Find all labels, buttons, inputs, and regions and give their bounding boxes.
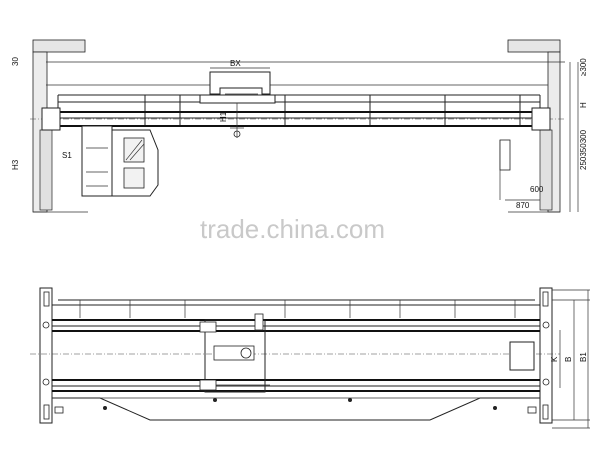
right-end-carriage (539, 287, 553, 424)
control-box (509, 341, 535, 371)
plan-girder-lower (52, 379, 540, 392)
left-wall (32, 39, 88, 213)
label-h: H (579, 102, 588, 108)
main-girder (30, 107, 565, 131)
operator-cabin (81, 125, 159, 197)
label-870: 870 (516, 201, 530, 210)
label-b: B (564, 357, 573, 362)
plan-trolley (199, 313, 270, 393)
label-600: 600 (530, 185, 544, 194)
girder-railing (57, 94, 541, 125)
trolley (199, 67, 276, 138)
label-ge300: ≥300 (579, 58, 588, 76)
label-bx: BX (230, 59, 241, 68)
label-b1: B1 (579, 352, 588, 362)
right-dimension-frame (499, 62, 579, 212)
label-k: K (550, 356, 559, 362)
watermark-text: trade.china.com (200, 214, 385, 244)
plan-girder-upper (52, 319, 540, 332)
label-h1: H1 (219, 111, 228, 122)
label-h3: H3 (11, 159, 20, 170)
label-30: 30 (11, 57, 20, 66)
side-elevation: BX 30 ≥300 H 250350300 H1 H3 S1 600 870 (11, 39, 588, 213)
label-s1: S1 (62, 151, 72, 160)
walkway-posts (79, 300, 516, 318)
label-250350300: 250350300 (579, 129, 588, 170)
right-wall (507, 39, 561, 213)
plan-dimension-lines (552, 289, 590, 429)
left-end-carriage (39, 287, 53, 424)
plan-view: K B B1 (30, 287, 590, 429)
